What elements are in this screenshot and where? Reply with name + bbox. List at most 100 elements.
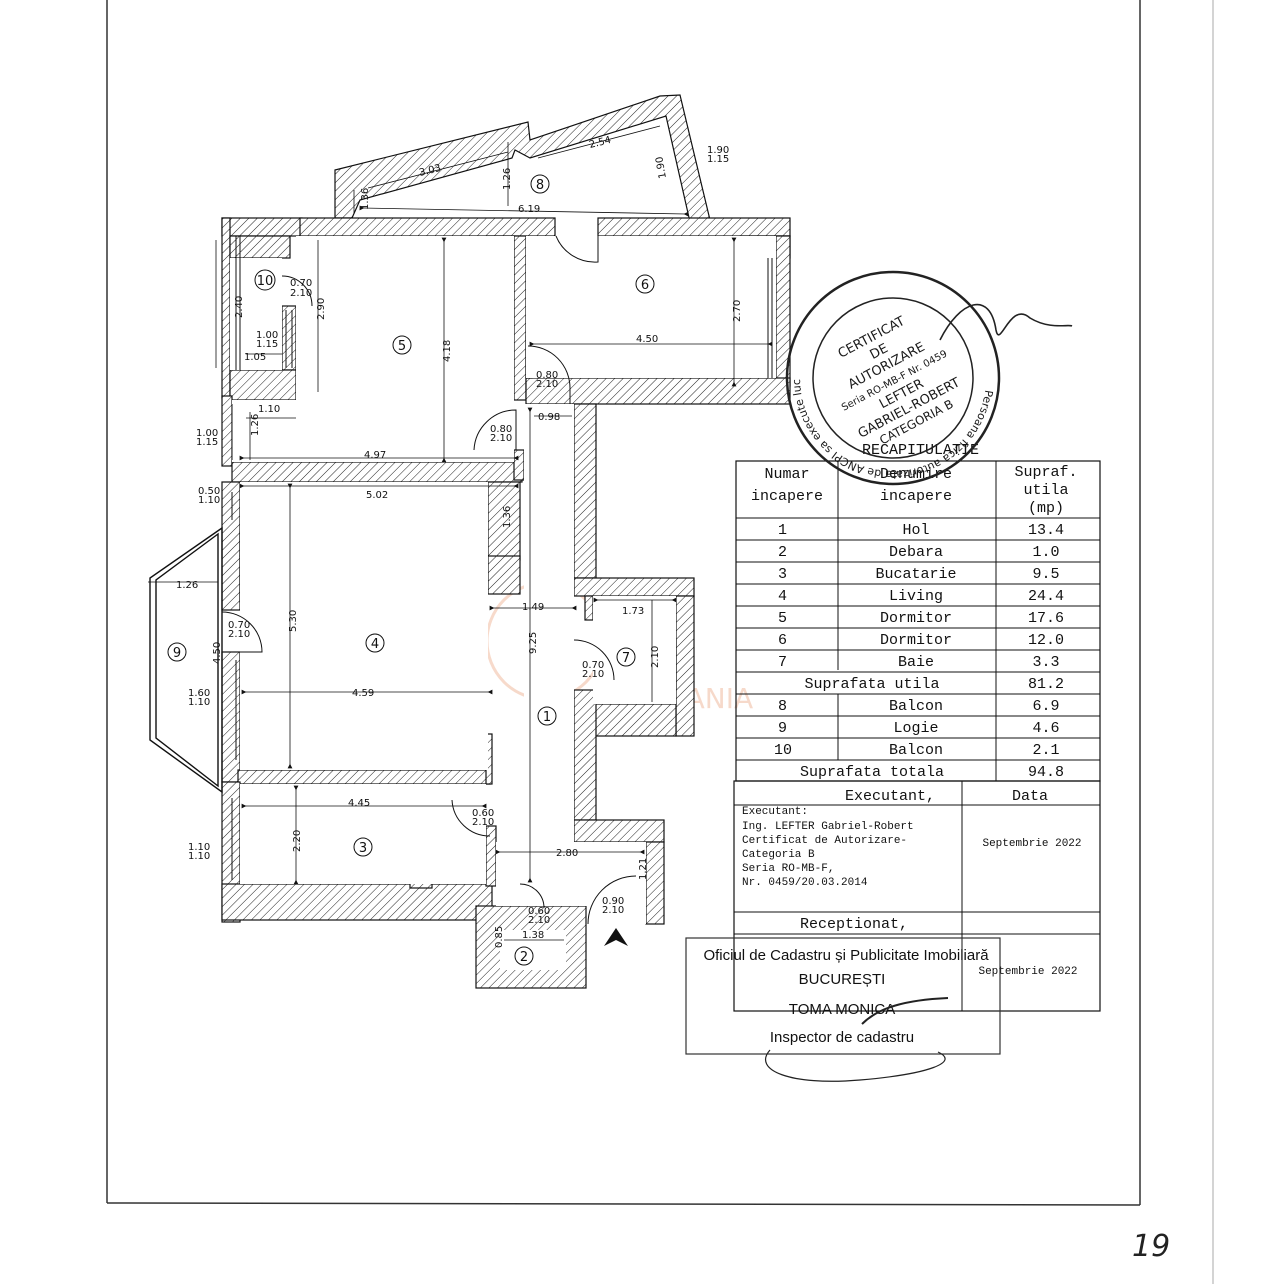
executant-line: Nr. 0459/20.03.2014 (742, 877, 868, 889)
svg-text:Numar: Numar (764, 466, 809, 483)
page-frame (106, 0, 1214, 1284)
executant-date: Septembrie 2022 (982, 838, 1081, 850)
svg-text:3: 3 (359, 841, 367, 856)
receptionat-header: Receptionat, (800, 916, 908, 933)
dim-label: 6.19 (518, 204, 540, 215)
svg-text:6: 6 (641, 278, 649, 293)
room-marker-8: 8 (530, 174, 550, 194)
svg-text:9: 9 (778, 720, 787, 737)
executant-header: Executant, (845, 788, 935, 805)
svg-text:94.8: 94.8 (1028, 764, 1064, 781)
logia-outline (149, 526, 223, 794)
svg-text:5: 5 (778, 610, 787, 627)
dim-label: 1.73 (622, 606, 644, 617)
header-den-1: Denumire (880, 466, 952, 483)
dim-label: 1.26 (176, 580, 198, 591)
signature-mark (939, 303, 1073, 341)
dim-label: 5.30 (288, 610, 299, 632)
dim-label: 1.05 (244, 352, 266, 363)
dim-label: 0.85 (494, 926, 505, 948)
svg-text:Dormitor: Dormitor (880, 632, 952, 649)
recap-title: RECAPITULATIE (862, 442, 979, 459)
room-marker-3: 3 (353, 837, 373, 857)
dim-label: 1.49 (522, 602, 544, 613)
svg-text:Logie: Logie (893, 720, 938, 737)
svg-text:Living: Living (889, 588, 943, 605)
svg-text:2: 2 (778, 544, 787, 561)
dim-label: 4.59 (352, 688, 374, 699)
dim-label: 1.36 (502, 506, 513, 528)
dim-label: 1.36 (360, 188, 371, 210)
dimension-lines (148, 125, 773, 941)
dim-label: 5.02 (366, 490, 388, 501)
dim-label: 2.54 (588, 135, 612, 151)
svg-text:2: 2 (520, 950, 528, 965)
room-markers: 1 2 3 4 5 6 7 8 9 10 (167, 174, 655, 966)
north-arrow-icon (604, 928, 628, 946)
svg-text:24.4: 24.4 (1028, 588, 1064, 605)
dim-label: 0.98 (538, 412, 560, 423)
svg-text:17.6: 17.6 (1028, 610, 1064, 627)
header-num-2: incapere (751, 488, 823, 505)
room-marker-2: 2 (514, 946, 534, 966)
header-sup-3: (mp) (1028, 500, 1064, 517)
dim-label: 9.25 (528, 632, 539, 654)
svg-text:Baie: Baie (898, 654, 934, 671)
ocpi-city: BUCUREȘTI (799, 971, 886, 988)
dim-label: 2.10 (650, 646, 661, 668)
svg-text:1: 1 (543, 710, 551, 725)
svg-text:1.0: 1.0 (1032, 544, 1059, 561)
header-sup-2: utila (1023, 482, 1068, 499)
executant-block: Executant, Data Executant: Ing. LEFTER G… (733, 780, 1101, 1012)
executant-line: Executant: (742, 806, 808, 818)
svg-text:7: 7 (778, 654, 787, 671)
svg-text:10: 10 (774, 742, 792, 759)
header-num-1: Numar (764, 466, 809, 483)
dim-label: 2.70 (732, 300, 743, 322)
dim-label: 3.03 (418, 163, 442, 179)
svg-text:(mp): (mp) (1028, 500, 1064, 517)
window-lines (231, 236, 773, 880)
dim-label: 1.38 (522, 930, 544, 941)
dim-label: 2.90 (316, 298, 327, 320)
room-marker-6: 6 (635, 274, 655, 294)
door-swings (221, 235, 637, 925)
room-marker-9: 9 (167, 642, 187, 662)
svg-text:1: 1 (778, 522, 787, 539)
executant-line: Seria RO-MB-F, (742, 863, 834, 875)
svg-text:81.2: 81.2 (1028, 676, 1064, 693)
svg-text:4.6: 4.6 (1032, 720, 1059, 737)
svg-text:9.5: 9.5 (1032, 566, 1059, 583)
dim-label: 2.20 (292, 830, 303, 852)
svg-text:incapere: incapere (880, 488, 952, 505)
svg-text:8: 8 (778, 698, 787, 715)
room-marker-1: 1 (537, 706, 557, 726)
svg-text:2.1: 2.1 (1032, 742, 1059, 759)
dim-label: 4.97 (364, 450, 386, 461)
svg-text:utila: utila (1023, 482, 1068, 499)
dim-label: 4.50 (636, 334, 658, 345)
header-sup-1: Supraf. (1014, 464, 1077, 481)
dim-label: 4.45 (348, 798, 370, 809)
svg-text:6: 6 (778, 632, 787, 649)
room-marker-4: 4 (365, 633, 385, 653)
ocpi-stamp: Oficiul de Cadastru și Publicitate Imobi… (685, 937, 1001, 1082)
